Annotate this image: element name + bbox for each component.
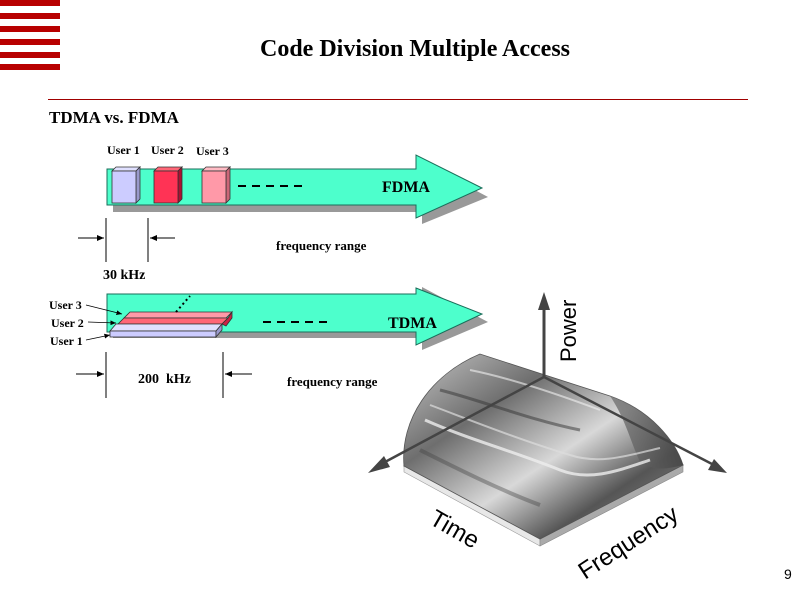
fdma-frequency-range-label: frequency range	[276, 238, 367, 253]
tdma-label: TDMA	[388, 315, 437, 332]
tdma-user2-label: User 2	[51, 316, 84, 330]
tdma-bandwidth-marker	[76, 352, 252, 398]
tdma-user-pointers	[85, 304, 123, 341]
tdma-user1-label: User 1	[50, 334, 83, 348]
frequency-axis	[543, 375, 713, 466]
tdma-user2-slab	[117, 310, 233, 327]
fdma-bandwidth-label: 30 kHz	[103, 268, 146, 283]
page-number: 9	[784, 566, 792, 582]
cdma-3d-graphic	[368, 292, 727, 547]
tdma-user1-slab	[109, 322, 223, 339]
fdma-label: FDMA	[382, 179, 430, 196]
tdma-frequency-range-label: frequency range	[287, 374, 378, 389]
fdma-user2-block	[153, 166, 183, 204]
fdma-user1-block	[111, 166, 141, 204]
time-axis-label: Time	[425, 505, 484, 555]
time-axis	[384, 375, 545, 464]
power-axis-arrowhead	[538, 292, 550, 310]
logo-stripe	[0, 13, 60, 19]
fdma-user1-label: User 1	[107, 143, 140, 157]
fdma-bandwidth-marker	[78, 218, 175, 262]
tdma-user3-label: User 3	[49, 298, 82, 312]
power-axis-label: Power	[556, 300, 581, 362]
logo-stripe	[0, 64, 60, 70]
tdma-user3-slab	[123, 311, 233, 319]
title-divider	[48, 99, 748, 100]
logo-stripe	[0, 0, 60, 6]
tdma-bandwidth-label: 200 kHz	[138, 372, 191, 387]
fdma-user3-block	[201, 166, 231, 204]
frequency-axis-arrowhead	[708, 459, 727, 473]
fdma-user3-label: User 3	[196, 144, 229, 158]
logo-stripe	[0, 39, 60, 45]
time-axis-arrowhead	[368, 456, 390, 473]
fdma-user2-label: User 2	[151, 143, 184, 157]
tdma-stack-ellipsis	[175, 295, 191, 313]
slide-subtitle: TDMA vs. FDMA	[49, 108, 179, 127]
slide-title: Code Division Multiple Access	[260, 36, 570, 62]
logo-stripe	[0, 26, 60, 32]
logo-stripe	[0, 52, 60, 58]
